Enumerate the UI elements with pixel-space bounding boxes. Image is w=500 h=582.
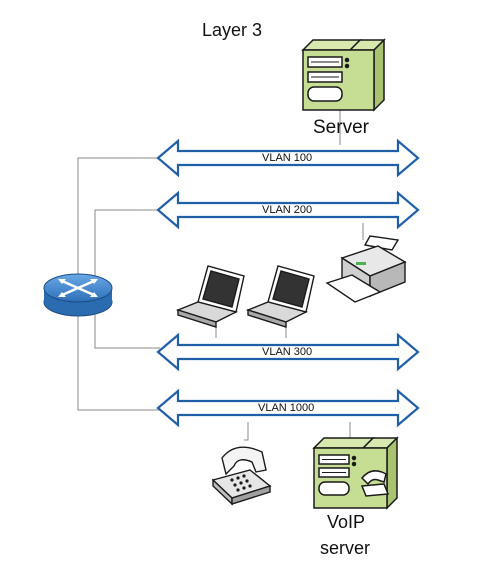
- vlan-arrows: [156, 138, 420, 428]
- router-icon: [43, 273, 113, 317]
- telephone-icon: [211, 446, 272, 506]
- printer-icon: [325, 235, 407, 303]
- vlan-100-label: VLAN 100: [262, 152, 313, 164]
- voip-server-label-line2: server: [320, 538, 371, 558]
- diagram-title: Layer 3: [202, 20, 263, 40]
- vlan-100-arrow: [156, 138, 420, 178]
- vlan-300-arrow: [156, 332, 420, 372]
- server-icon: [301, 38, 386, 112]
- vlan-1000-arrow: [156, 388, 420, 428]
- phone-link: [244, 422, 249, 441]
- voip-server-icon: [312, 436, 399, 510]
- vlan-200-label: VLAN 200: [262, 204, 313, 216]
- voip-server-label-line1: VoIP: [327, 512, 366, 532]
- vlan-200-arrow: [156, 190, 420, 230]
- server-label: Server: [313, 117, 369, 138]
- vlan-1000-label: VLAN 1000: [258, 402, 315, 414]
- laptop-icon: [175, 265, 245, 328]
- laptop-icon: [245, 265, 315, 328]
- vlan-300-label: VLAN 300: [262, 346, 313, 358]
